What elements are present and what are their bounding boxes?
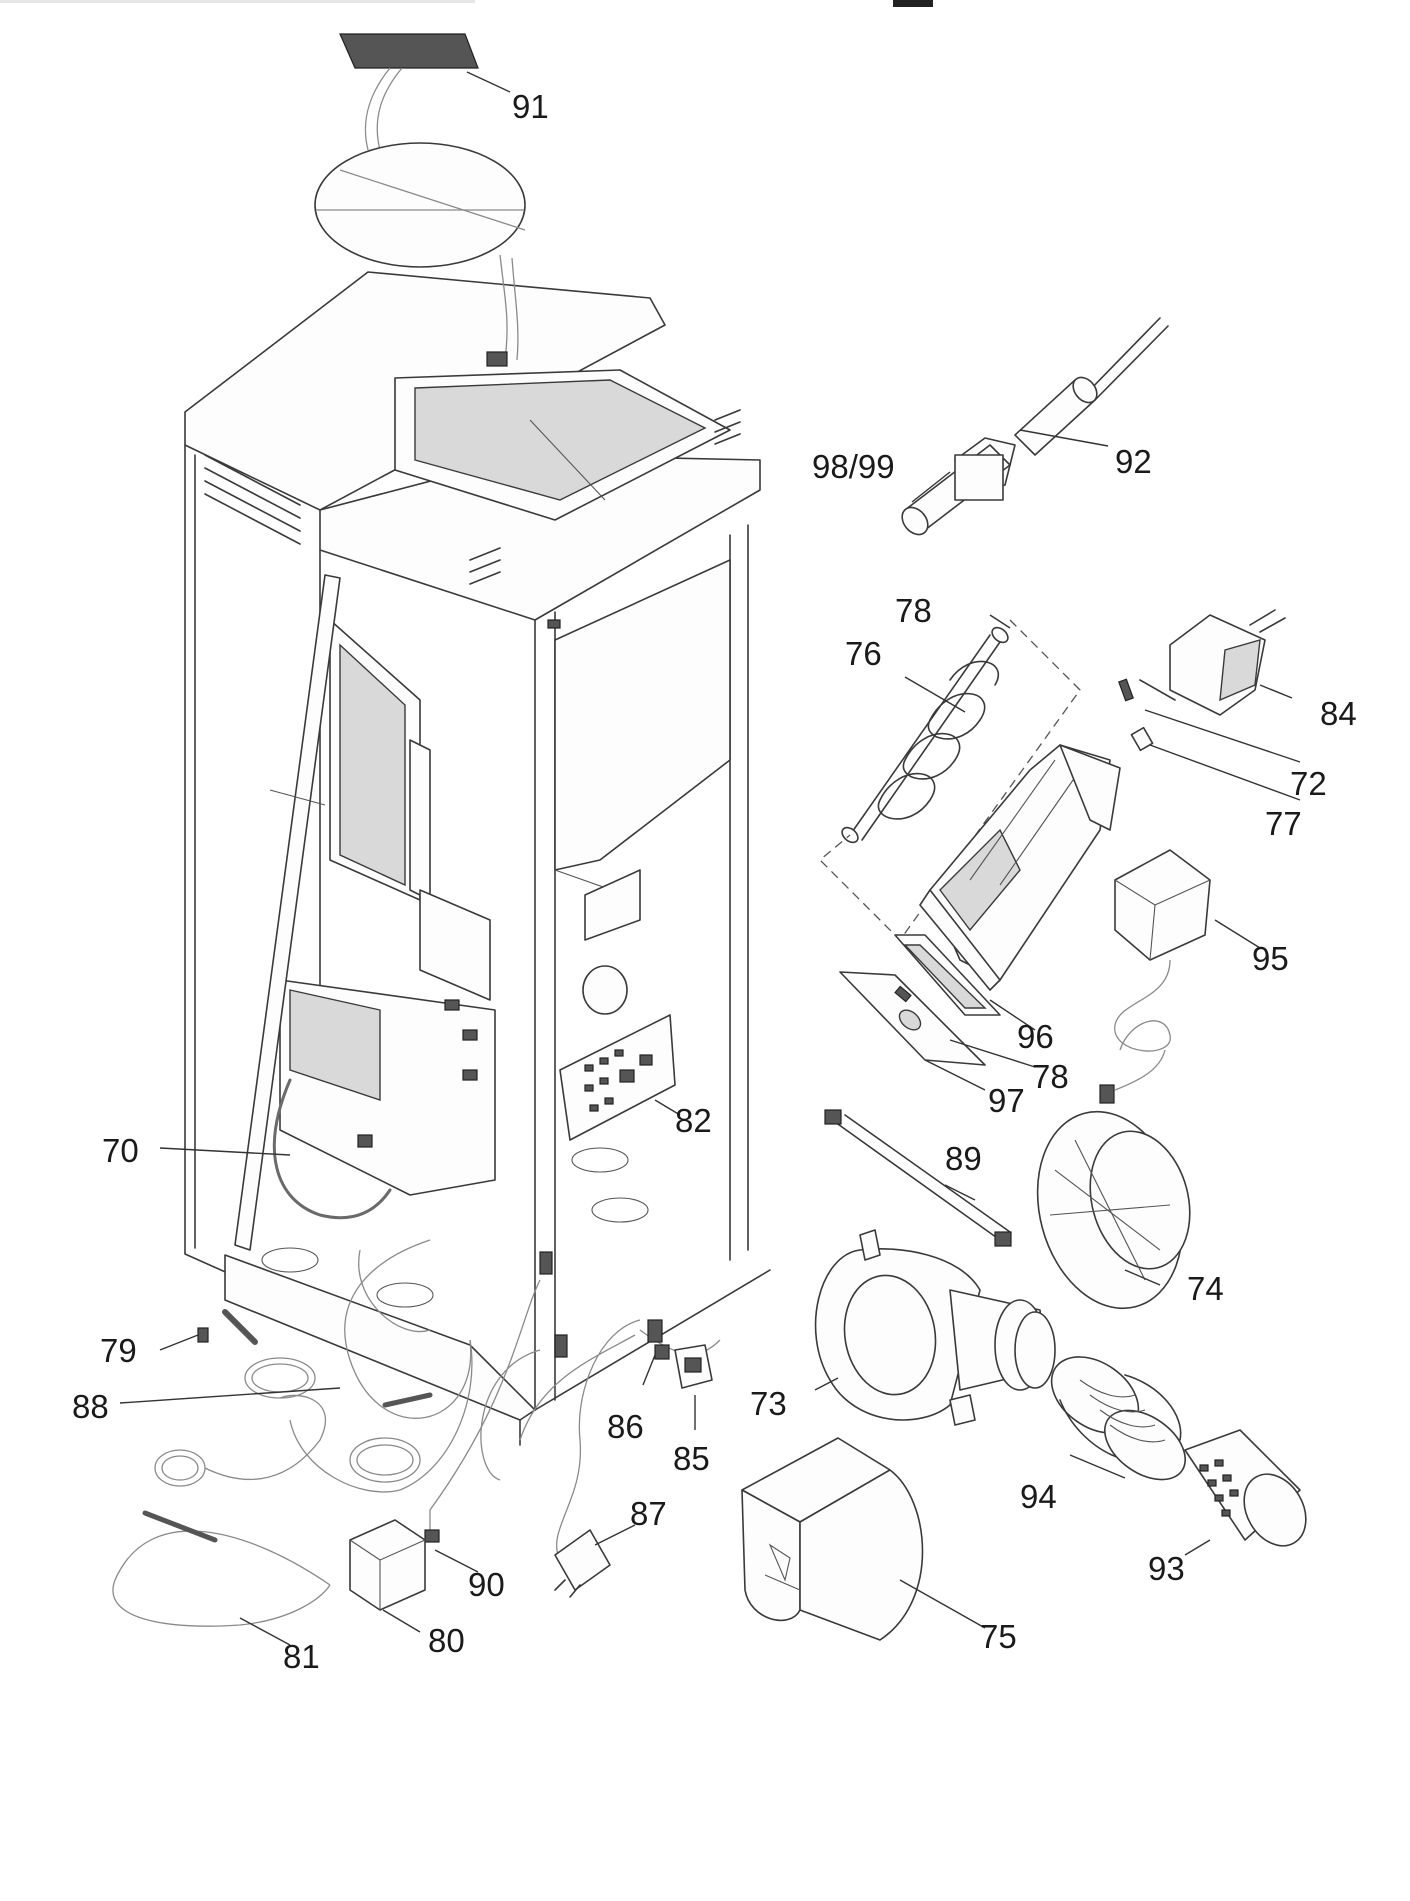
top-band — [0, 0, 475, 3]
callout-77: 77 — [1265, 805, 1302, 842]
callout-97: 97 — [988, 1082, 1025, 1119]
callout-92: 92 — [1115, 443, 1152, 480]
callout-87: 87 — [630, 1495, 667, 1532]
callout-89: 89 — [945, 1140, 982, 1177]
top-mark — [893, 0, 933, 7]
part-82-control-board — [559, 1014, 676, 1141]
callout-78-top: 78 — [895, 592, 932, 629]
callout-86: 86 — [607, 1408, 644, 1445]
callout-88: 88 — [72, 1388, 109, 1425]
callout-80: 80 — [428, 1622, 465, 1659]
callout-91: 91 — [512, 88, 549, 125]
part-97-plate — [839, 971, 986, 1066]
part-84-gear-motor — [1139, 609, 1286, 716]
callout-76: 76 — [845, 635, 882, 672]
callout-73: 73 — [750, 1385, 787, 1422]
callout-84: 84 — [1320, 695, 1357, 732]
part-73-blower — [814, 1229, 1056, 1426]
part-75-fan — [741, 1437, 924, 1641]
callout-72: 72 — [1290, 765, 1327, 802]
wiring — [112, 1078, 721, 1627]
part-77-bush — [1130, 726, 1154, 752]
callout-75: 75 — [980, 1618, 1017, 1655]
callout-94: 94 — [1020, 1478, 1057, 1515]
callout-93: 93 — [1148, 1550, 1185, 1587]
part-96-gasket — [894, 934, 1001, 1016]
stove-body — [184, 271, 771, 1446]
part-72-key — [1118, 678, 1134, 702]
part-74-fan — [1036, 1110, 1191, 1310]
part-93-filter — [1184, 1429, 1307, 1547]
part-89-cable — [824, 1109, 1012, 1247]
part-87-plug — [554, 1529, 611, 1598]
part-92-98-99-igniter — [901, 317, 1169, 536]
part-94-flex-hose — [1050, 1356, 1187, 1481]
callout-74: 74 — [1187, 1270, 1224, 1307]
callout-79: 79 — [100, 1332, 137, 1369]
callout-98-99: 98/99 — [812, 448, 895, 485]
callout-78-bottom: 78 — [1032, 1058, 1069, 1095]
leader-lines — [119, 71, 1301, 1646]
callout-70: 70 — [102, 1132, 139, 1169]
callout-81: 81 — [283, 1638, 320, 1675]
callout-90: 90 — [468, 1566, 505, 1603]
part-91-display-panel — [314, 33, 526, 367]
auger-housing — [919, 744, 1121, 991]
callout-82: 82 — [675, 1102, 712, 1139]
part-95-box — [1099, 849, 1211, 1104]
part-80-relay-box — [349, 1519, 426, 1611]
callout-85: 85 — [673, 1440, 710, 1477]
callout-labels: 91 92 98/99 78 76 84 72 77 95 96 78 97 7… — [72, 88, 1357, 1675]
callout-96: 96 — [1017, 1018, 1054, 1055]
part-85-switch — [674, 1344, 713, 1389]
callout-95: 95 — [1252, 940, 1289, 977]
